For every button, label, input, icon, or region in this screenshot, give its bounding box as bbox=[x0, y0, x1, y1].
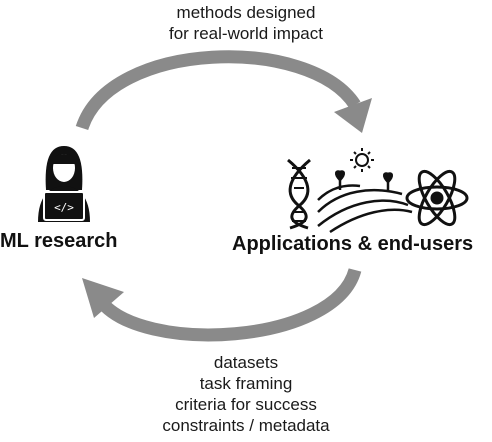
atom-icon bbox=[405, 169, 469, 227]
svg-text:</>: </> bbox=[54, 201, 74, 214]
top-caption-line: for real-world impact bbox=[169, 24, 323, 43]
bottom-caption-line: criteria for success bbox=[175, 395, 317, 414]
farm-field-icon bbox=[317, 170, 413, 234]
sun-icon bbox=[350, 148, 374, 172]
bottom-arrow bbox=[82, 267, 362, 342]
dna-icon bbox=[287, 158, 311, 230]
top-caption: methods designed for real-world impact bbox=[96, 2, 396, 44]
bottom-caption-line: datasets bbox=[213, 353, 279, 372]
applications-label: Applications & end-users bbox=[232, 233, 474, 255]
ml-research-label: ML research bbox=[0, 230, 118, 252]
researcher-laptop-icon: </> bbox=[38, 146, 90, 222]
top-caption-line: methods designed bbox=[176, 3, 316, 22]
top-arrow bbox=[75, 50, 372, 133]
bottom-caption-line: task framing bbox=[199, 374, 293, 393]
bottom-caption-line: constraints / metadata bbox=[162, 416, 330, 435]
bottom-caption: datasets task framing criteria for succe… bbox=[96, 352, 396, 436]
